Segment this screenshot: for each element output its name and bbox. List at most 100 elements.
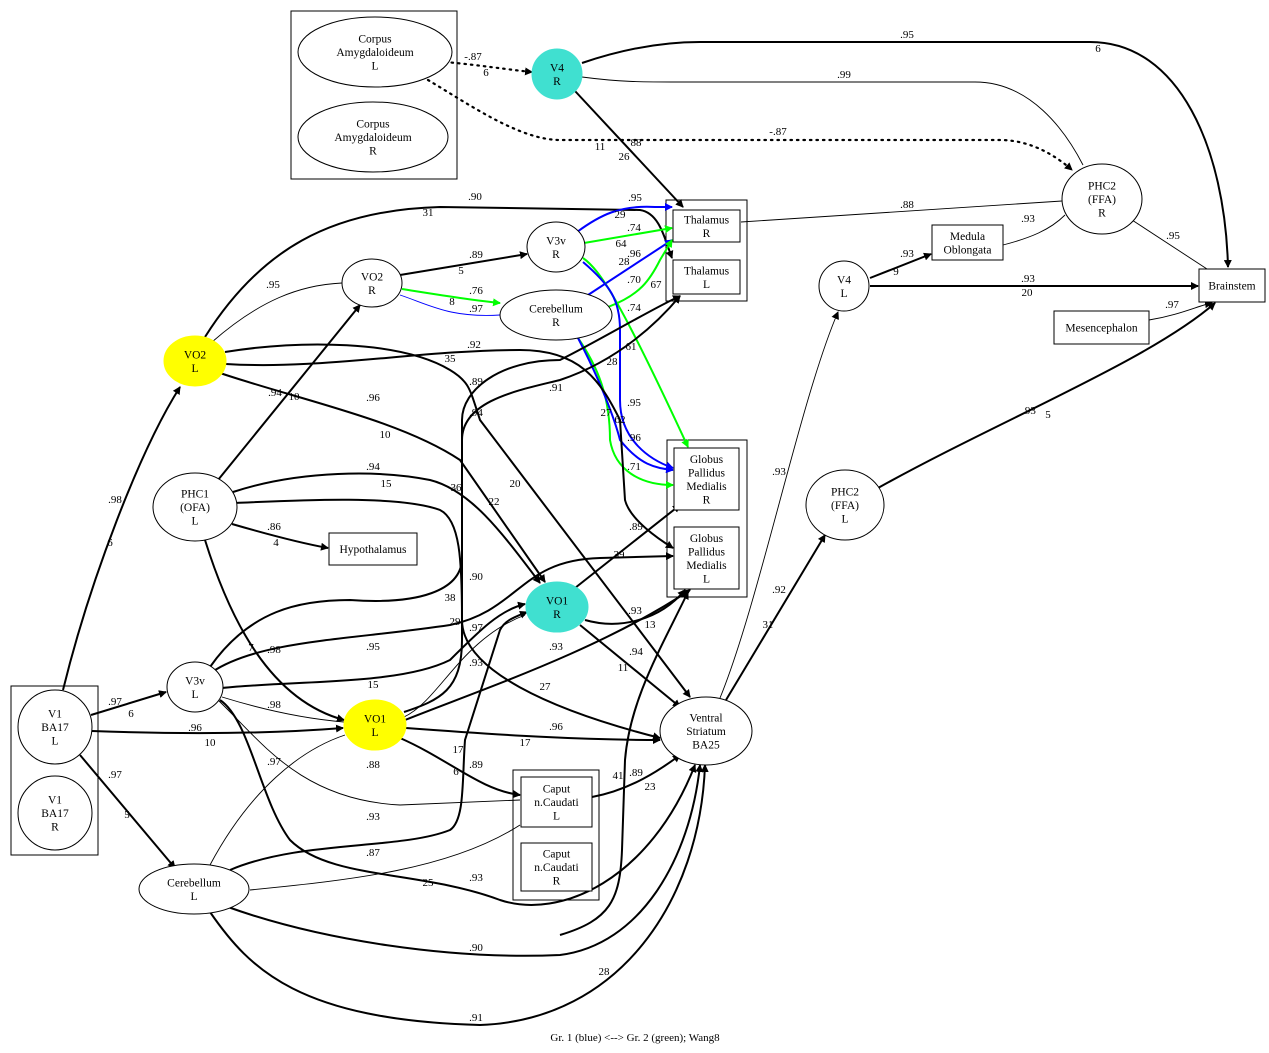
edge-label: 17	[520, 737, 532, 749]
node-label: R	[703, 228, 711, 240]
edge-v1_l-to-vo2_l	[62, 386, 181, 691]
edge-cb_l-to-vo1_l	[209, 734, 346, 866]
node-box	[328, 532, 418, 566]
node-box	[672, 259, 741, 295]
edge-label: 4	[273, 537, 279, 549]
edge-label: .97	[108, 696, 122, 708]
edge-label: 61	[626, 341, 637, 353]
node-phc2-l[interactable]: PHC2(FFA)L	[805, 469, 885, 541]
node-box	[931, 224, 1004, 261]
edge-label: 5	[124, 809, 130, 821]
node-label: PHC2	[1088, 181, 1116, 193]
node-label: L	[371, 727, 378, 739]
node-box	[673, 526, 740, 590]
node-label: Hypothalamus	[339, 544, 407, 556]
edge-label: 88	[631, 137, 643, 149]
node-label: R	[553, 76, 561, 88]
edge-cb_l-to-vo1_r	[229, 610, 528, 871]
edge-label: .92	[772, 584, 786, 596]
edge-vo2_l-to-vo1_r	[219, 372, 546, 583]
node-label: V3v	[546, 235, 566, 247]
node-label: Medialis	[686, 481, 727, 493]
edge-vo1_r-to-gp_l	[584, 589, 686, 625]
node-label: VO1	[546, 595, 569, 607]
edge-label: .95	[627, 397, 641, 409]
cluster-amygdala	[290, 10, 458, 180]
node-label: L	[840, 288, 847, 300]
edge-label: 62	[615, 414, 626, 426]
node-label: Cerebellum	[167, 877, 221, 889]
node-label: Medialis	[686, 560, 727, 572]
node-ellipse	[343, 699, 407, 751]
edge-label: 11	[595, 141, 606, 153]
edge-label: .76	[469, 285, 483, 297]
edge-cb_r-to-gp_r	[577, 337, 674, 474]
node-label: Corpus	[358, 34, 392, 46]
edge-vo2_l-to-vo2_r	[211, 282, 343, 343]
node-v4-r[interactable]: V4R	[531, 48, 583, 100]
node-v4-l[interactable]: V4L	[818, 260, 870, 312]
edge-mesen-to-brainstem	[1148, 300, 1213, 321]
node-phc1-l[interactable]: PHC1(OFA)L	[152, 472, 238, 542]
node-brainstem[interactable]: Brainstem	[1198, 268, 1266, 303]
edge-label: .95	[266, 279, 280, 291]
edge-label: 7	[248, 642, 254, 654]
edge-label: 20	[510, 478, 522, 490]
edge-label: .90	[469, 942, 483, 954]
node-label: BA25	[692, 740, 720, 752]
node-mesen[interactable]: Mesencephalon	[1053, 310, 1150, 345]
edge-label: .94	[469, 407, 483, 419]
node-label: R	[703, 494, 711, 506]
edge-label: 6	[107, 537, 113, 549]
edge-v4_r-to-phc2_r	[581, 76, 1084, 166]
node-ellipse	[17, 689, 93, 765]
node-label: R	[552, 249, 560, 261]
edge-label: 6	[453, 766, 459, 778]
node-label: BA17	[41, 808, 69, 820]
edge-label: .93	[1022, 405, 1036, 417]
edge-vo2_l-to-gp_l	[225, 348, 674, 549]
edge-label: -.87	[769, 126, 787, 138]
node-phc2-r[interactable]: PHC2(FFA)R	[1061, 163, 1143, 235]
edge-vo1_r-to-vs	[579, 624, 681, 708]
node-label: Medula	[950, 231, 985, 243]
edge-label: .93	[366, 811, 380, 823]
edge-label: .93	[1021, 213, 1035, 225]
node-box	[520, 842, 593, 892]
edge-phc1_l-to-hypo	[231, 523, 329, 551]
edge-phc1_l-to-vo1_r	[232, 472, 541, 584]
edge-label: 28	[599, 966, 611, 978]
edge-vs-to-phc2_l	[725, 534, 826, 701]
edge-thal_r-to-phc2_r	[740, 200, 1063, 223]
node-label: Oblongata	[944, 244, 992, 256]
edge-label: 22	[489, 496, 500, 508]
node-box	[672, 209, 741, 243]
node-hypo[interactable]: Hypothalamus	[328, 532, 418, 566]
node-label: Striatum	[686, 726, 726, 738]
edge-label: 64	[616, 238, 628, 250]
edge-label: 5	[458, 265, 464, 277]
node-label: L	[191, 363, 198, 375]
node-label: L	[703, 573, 710, 585]
node-box	[520, 776, 593, 828]
